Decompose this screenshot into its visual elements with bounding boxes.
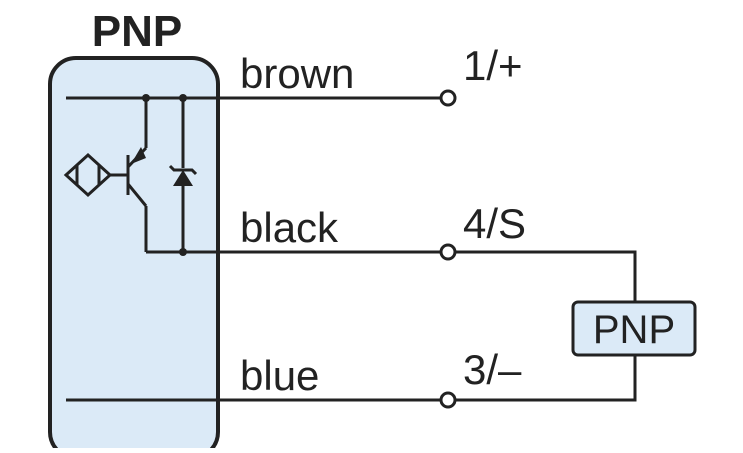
wire-label-brown: brown: [240, 50, 354, 97]
zener-diode-icon: [168, 164, 198, 186]
junction-dot: [142, 94, 150, 102]
terminal-label-3: 3/–: [463, 346, 522, 393]
terminal-icon: [439, 391, 457, 409]
inductive-sensor-icon: [63, 152, 128, 198]
transistor-icon: [126, 146, 148, 207]
terminals: [439, 89, 457, 409]
wire-label-black: black: [240, 204, 339, 251]
load-box: [571, 300, 697, 357]
terminal-label-1: 1/+: [463, 42, 523, 89]
load-label: PNP: [593, 308, 675, 352]
diagram-title: PNP: [92, 7, 182, 56]
junction-dots: [142, 94, 187, 256]
terminal-icon: [439, 89, 457, 107]
junction-dot: [179, 248, 187, 256]
terminal-label-4: 4/S: [463, 200, 526, 247]
junction-dot: [179, 94, 187, 102]
external-wires: [218, 96, 637, 402]
wire-label-blue: blue: [240, 352, 319, 399]
load-wire-top: [455, 250, 637, 302]
load-wire-bottom: [455, 355, 637, 402]
terminal-icon: [439, 243, 457, 261]
